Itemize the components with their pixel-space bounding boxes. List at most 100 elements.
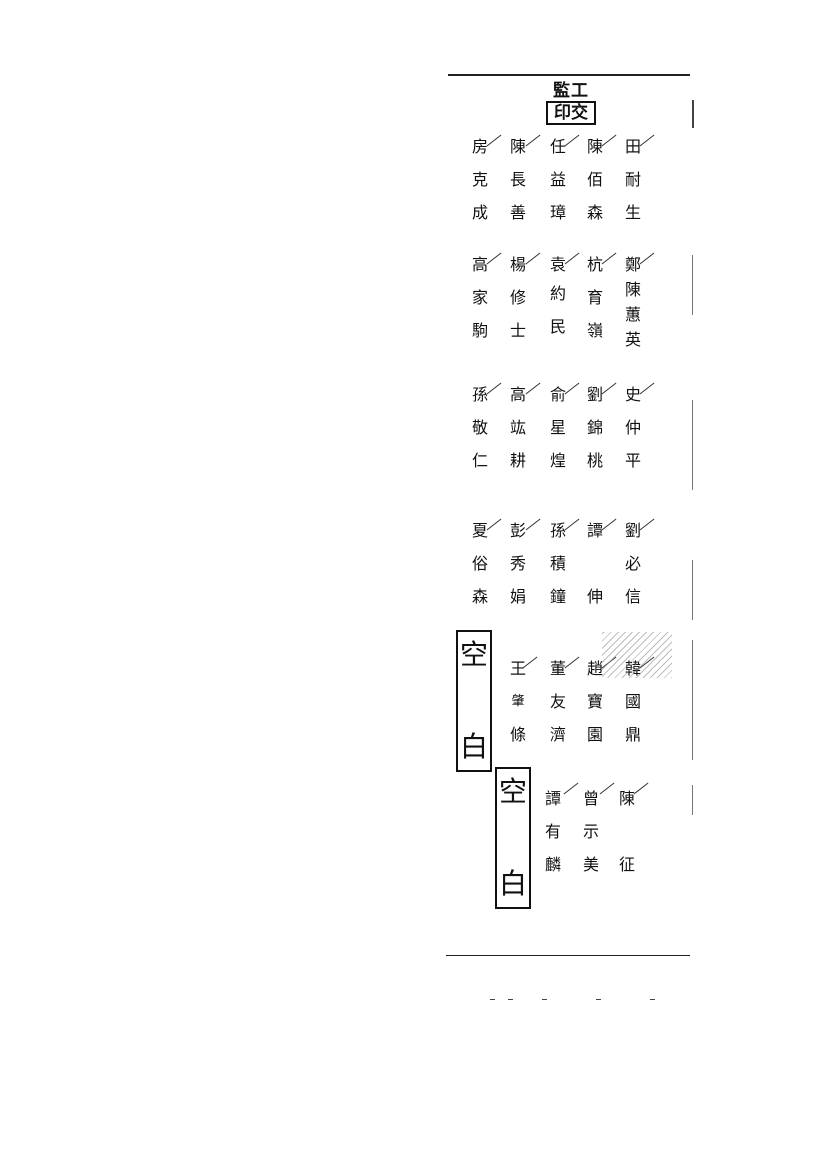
- name-char: 俗: [471, 554, 488, 573]
- name-char: 仁: [471, 451, 488, 470]
- name-column: 譚 伸: [582, 522, 608, 606]
- name-char: 杭: [586, 255, 603, 274]
- name-char: 高: [509, 385, 526, 404]
- name-char: 佰: [586, 170, 603, 189]
- name-char: 友: [549, 692, 566, 711]
- name-char: 陳: [586, 137, 603, 156]
- stamp-top-text: 監工: [553, 81, 589, 101]
- page-edge-mark: [668, 560, 693, 620]
- page-edge-mark: [668, 640, 693, 760]
- top-rule: [448, 74, 690, 76]
- name-column: 袁 約 民: [545, 256, 571, 336]
- name-column: 彭 秀 娟: [505, 522, 531, 606]
- name-char: 娟: [509, 587, 526, 606]
- check-mark-icon: [599, 782, 615, 795]
- name-char: 孫: [549, 521, 566, 540]
- name-char: 彭: [509, 521, 526, 540]
- name-char: 鼎: [624, 725, 641, 744]
- name-char: 森: [471, 587, 488, 606]
- name-char: 劉: [624, 521, 641, 540]
- name-char: 曾: [582, 789, 599, 808]
- name-char: 積: [549, 554, 566, 573]
- name-column: 譚 有 麟: [540, 790, 566, 874]
- blank-marker-box: 空 白: [456, 630, 492, 772]
- name-char: 秀: [509, 554, 526, 573]
- name-char: 園: [586, 725, 603, 744]
- name-column: 王 肇 條: [505, 660, 531, 744]
- blank-char: 白: [498, 867, 527, 900]
- name-column: 陳 長 善: [505, 138, 531, 222]
- name-column: 房 克 成: [467, 138, 493, 222]
- name-char: 史: [624, 385, 641, 404]
- name-char: [582, 555, 608, 573]
- blank-char: 白: [459, 730, 488, 763]
- page-edge-mark: [668, 785, 693, 815]
- check-mark-icon: [633, 782, 649, 795]
- dash-mark: [490, 999, 495, 1000]
- name-char: 善: [509, 203, 526, 222]
- name-char: 竑: [509, 418, 526, 437]
- dash-mark: [542, 999, 547, 1000]
- name-char: 伸: [586, 587, 603, 606]
- name-column: 鄭 陳 蕙 英: [620, 256, 646, 349]
- dash-mark: [508, 999, 513, 1000]
- name-char: 董: [549, 659, 566, 678]
- name-char: 璋: [549, 203, 566, 222]
- name-char: 英: [624, 330, 641, 349]
- name-char: 益: [549, 170, 566, 189]
- name-column: 高 家 駒: [467, 256, 493, 340]
- name-column: 孫 敬 仁: [467, 386, 493, 470]
- name-char: 生: [624, 203, 641, 222]
- dash-mark: [650, 999, 655, 1000]
- name-char: 嶺: [586, 321, 603, 340]
- name-char: 譚: [544, 789, 561, 808]
- name-char: [614, 823, 640, 841]
- name-char: 王: [509, 659, 526, 678]
- name-column: 趙 寶 園: [582, 660, 608, 744]
- supervisor-stamp: 監工 印交: [546, 82, 596, 125]
- bottom-dash-marks: [490, 999, 670, 1003]
- name-column: 楊 修 士: [505, 256, 531, 340]
- name-char: 桃: [586, 451, 603, 470]
- name-column: 劉 必 信: [620, 522, 646, 606]
- check-mark-icon: [563, 782, 579, 795]
- name-char: 任: [549, 137, 566, 156]
- name-char: 孫: [471, 385, 488, 404]
- scan-smudge: [602, 632, 672, 678]
- name-column: 曾 示 美: [578, 790, 604, 874]
- page-edge-mark: [668, 255, 693, 315]
- name-char: 民: [549, 317, 566, 336]
- name-char: 肇: [511, 694, 525, 709]
- name-char: 仲: [624, 418, 641, 437]
- name-char: 敬: [471, 418, 488, 437]
- name-char: 譚: [586, 521, 603, 540]
- name-char: 長: [509, 170, 526, 189]
- page-edge-mark: [668, 100, 694, 128]
- name-char: 陳: [509, 137, 526, 156]
- name-char: 鄭: [624, 255, 641, 274]
- name-char: 袁: [549, 255, 566, 274]
- name-char: 家: [471, 288, 488, 307]
- name-char: 森: [586, 203, 603, 222]
- name-char: 鐘: [549, 587, 566, 606]
- name-char: 約: [549, 284, 566, 303]
- name-char: 修: [509, 288, 526, 307]
- name-char: 星: [549, 418, 566, 437]
- name-char: 耕: [509, 451, 526, 470]
- name-char: 有: [544, 822, 561, 841]
- name-column: 田 耐 生: [620, 138, 646, 222]
- name-column: 劉 錦 桃: [582, 386, 608, 470]
- name-char: 夏: [471, 521, 488, 540]
- name-column: 俞 星 煌: [545, 386, 571, 470]
- page-edge-mark: [668, 400, 693, 490]
- name-char: 耐: [624, 170, 641, 189]
- name-column: 陳 征: [614, 790, 640, 874]
- name-char: 趙: [586, 659, 603, 678]
- stamp-bottom-text: 印交: [546, 101, 596, 125]
- name-char: 條: [509, 725, 526, 744]
- name-char: 駒: [471, 321, 488, 340]
- name-char: 成: [471, 203, 488, 222]
- name-char: 俞: [549, 385, 566, 404]
- blank-char: 空: [459, 638, 488, 671]
